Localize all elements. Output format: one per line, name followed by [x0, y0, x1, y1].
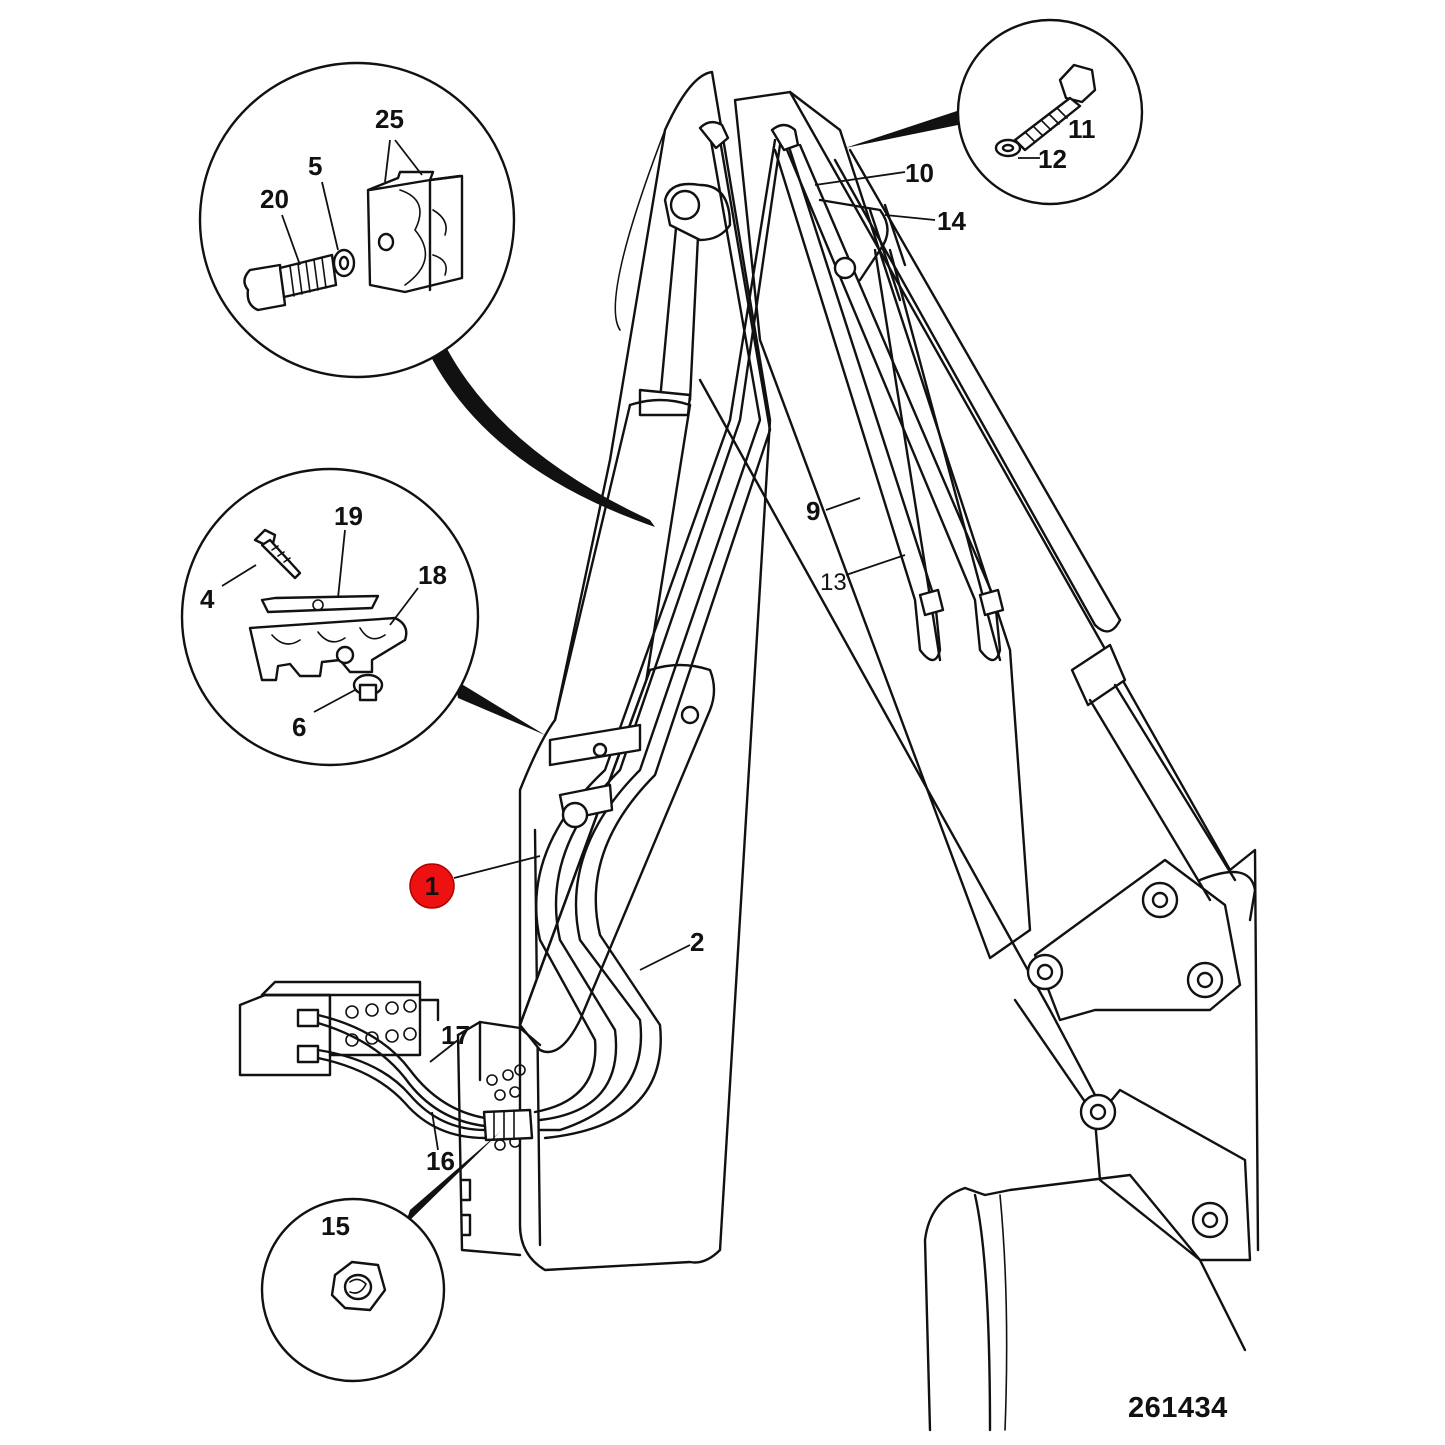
- callout-13: 13: [820, 569, 847, 596]
- callout-9: 9: [806, 496, 820, 526]
- bucket-ram: [833, 148, 1237, 902]
- detail-bolt-top: 11 12: [845, 18, 1144, 206]
- callout-1: 1: [425, 871, 439, 901]
- callout-20: 20: [260, 184, 289, 214]
- callout-25: 25: [375, 104, 404, 134]
- dipper-steel-pipes: [773, 143, 1005, 662]
- bucket-pivot-plate: [1079, 1088, 1252, 1262]
- main-boom: [518, 70, 772, 1272]
- callout-18: 18: [418, 560, 447, 590]
- callout-14: 14: [937, 206, 966, 236]
- bucket-link-plate: [1026, 858, 1257, 1022]
- callout-15: 15: [321, 1211, 350, 1241]
- detail-clamp-upper: 25 5 20: [198, 61, 655, 527]
- detail-clamp-middle: 4 19 18 6: [180, 467, 545, 767]
- callout-6: 6: [292, 712, 306, 742]
- callout-2: 2: [690, 927, 704, 957]
- callout-5: 5: [308, 151, 322, 181]
- hose-clamp-bracket: [548, 723, 642, 829]
- callout-16: 16: [426, 1146, 455, 1176]
- valve-block-hoses: [316, 1013, 487, 1140]
- callout-10: 10: [905, 158, 934, 188]
- callout-11: 11: [1068, 114, 1096, 144]
- main-callouts: 10 14 9 13 2 17 16 1: [409, 158, 966, 1176]
- dipper-ram: [518, 663, 716, 1054]
- drawing-number: 261434: [1128, 1392, 1228, 1424]
- highlight-marker: [409, 863, 455, 909]
- valve-block: [238, 980, 440, 1077]
- callout-19: 19: [334, 501, 363, 531]
- boom-ram: [553, 182, 732, 722]
- detail-nut: 15: [260, 1132, 500, 1383]
- callout-12: 12: [1038, 144, 1067, 174]
- callout-17: 17: [441, 1020, 470, 1050]
- boom-foot-bracket: [456, 1020, 542, 1257]
- dipper-arm: [698, 90, 1260, 1252]
- bucket: [923, 1173, 1247, 1432]
- callout-4: 4: [200, 584, 215, 614]
